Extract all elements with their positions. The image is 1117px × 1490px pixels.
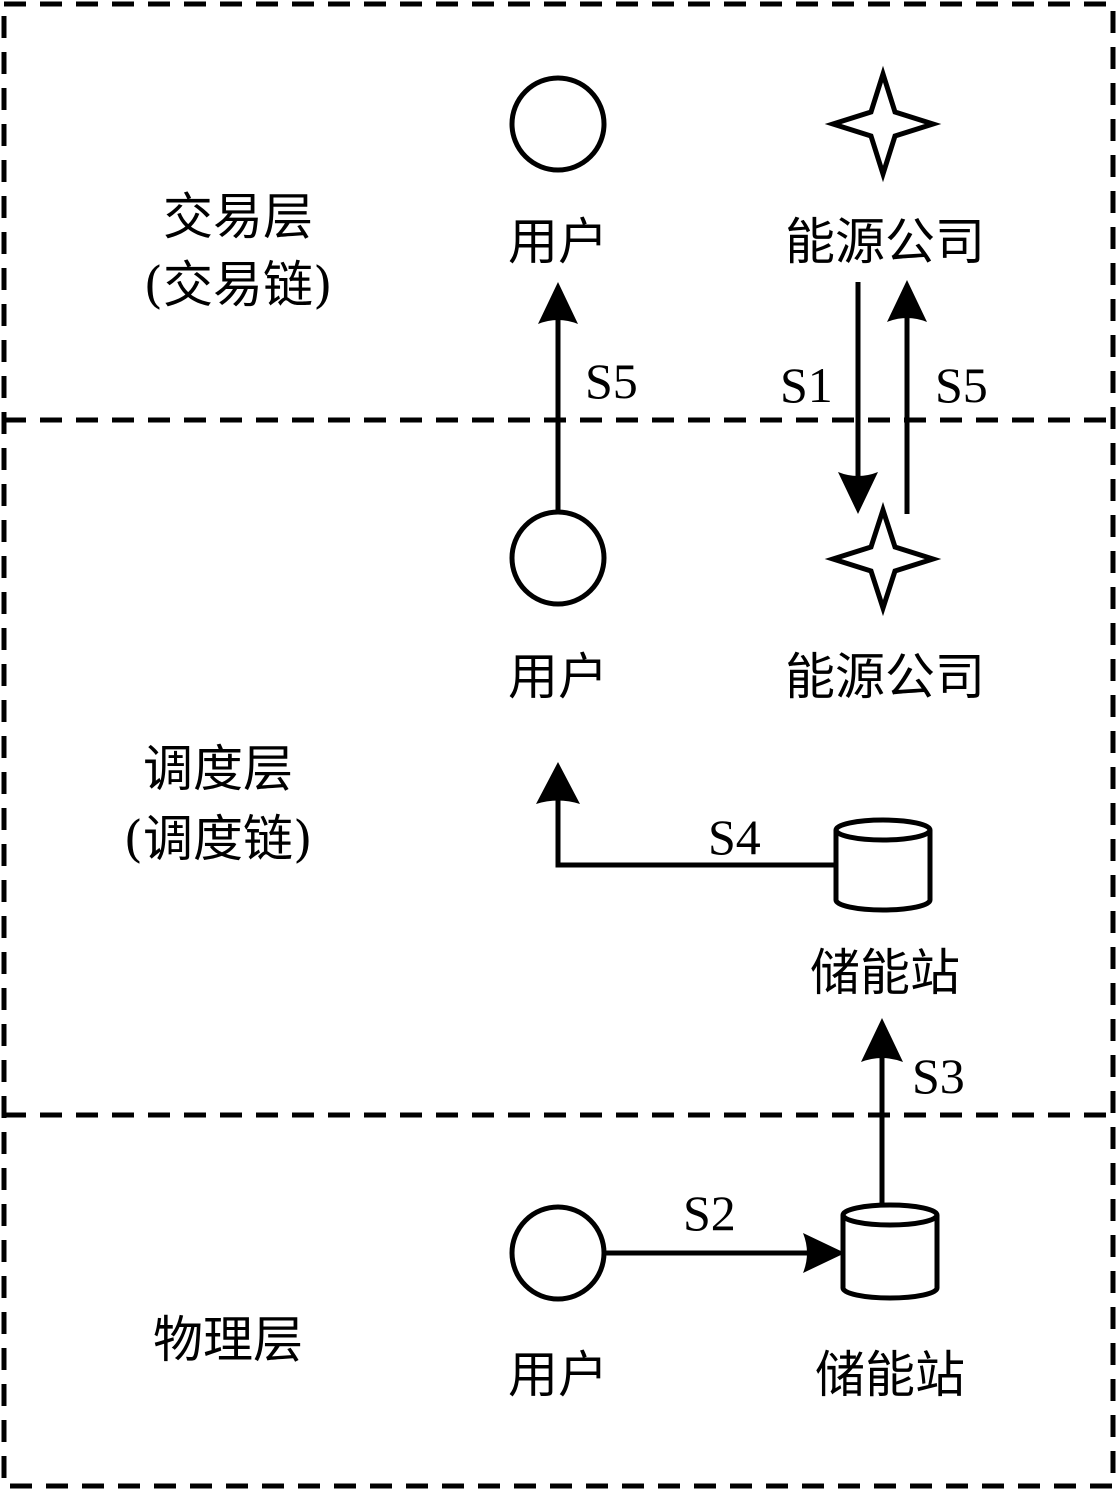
physical-user-label: 用户 bbox=[508, 1346, 608, 1404]
energy-company-star-icon bbox=[824, 65, 942, 183]
layer-subtitle-trade: (交易链) bbox=[143, 256, 332, 314]
edge-s2-arrowhead bbox=[803, 1233, 845, 1273]
layer-title-physical: 物理层 bbox=[153, 1311, 303, 1369]
edge-s5-company-arrowhead bbox=[887, 280, 927, 322]
dispatch-company-label: 能源公司 bbox=[785, 648, 985, 706]
layer-title-trade: 交易层 bbox=[163, 188, 313, 246]
storage-cylinder-icon bbox=[833, 817, 933, 913]
storage-cylinder-icon bbox=[840, 1202, 940, 1301]
edge-s1-arrowhead bbox=[838, 472, 878, 514]
trade-user-label: 用户 bbox=[508, 213, 608, 271]
edge-s3-arrowhead bbox=[861, 1018, 903, 1062]
edge-s5-user-arrowhead bbox=[538, 282, 578, 324]
user-circle-icon bbox=[509, 1204, 607, 1302]
edge-s1-label: S1 bbox=[780, 357, 833, 413]
layer-title-dispatch: 调度层 bbox=[143, 740, 293, 798]
edge-s3-label: S3 bbox=[912, 1048, 965, 1104]
physical-storage-label: 储能站 bbox=[815, 1346, 965, 1404]
dispatch-user-label: 用户 bbox=[508, 648, 608, 706]
user-circle-icon bbox=[509, 75, 607, 173]
layer-subtitle-dispatch: (调度链) bbox=[123, 810, 312, 868]
dispatch-storage-label: 储能站 bbox=[810, 944, 960, 1002]
energy-company-star-icon bbox=[824, 501, 942, 617]
edge-s2-label: S2 bbox=[683, 1185, 736, 1241]
trade-company-label: 能源公司 bbox=[785, 213, 985, 271]
edge-s5-company-label: S5 bbox=[935, 357, 988, 413]
edge-s4-label: S4 bbox=[708, 809, 761, 865]
edge-s4-line bbox=[555, 800, 836, 868]
edge-s4-arrowhead bbox=[536, 762, 580, 804]
user-circle-icon bbox=[509, 509, 607, 607]
edge-s5-user-label: S5 bbox=[585, 353, 638, 409]
